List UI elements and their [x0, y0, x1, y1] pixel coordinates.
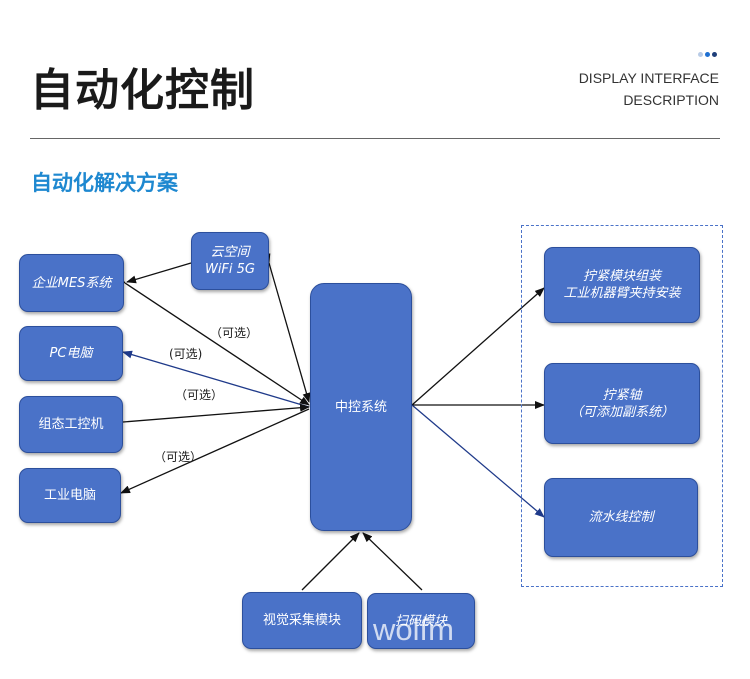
edge-center-tighten: [402, 287, 545, 414]
edge-label-pc-optional: (可选): [169, 347, 203, 361]
node-line-control[interactable]: 流水线控制: [544, 478, 698, 557]
watermark-logo: wolfm: [373, 612, 454, 647]
edge-center-linectrl: [411, 404, 545, 518]
edge-cloud-center: [262, 253, 311, 403]
node-industrial-pc[interactable]: 工业电脑: [19, 468, 121, 523]
node-spindle-line1: 拧紧轴: [602, 387, 642, 403]
node-enterprise-mes-label: 企业MES系统: [31, 275, 112, 291]
node-spindle-line2: （可添加副系统）: [569, 404, 674, 420]
edge-scada-center: [113, 403, 310, 427]
subtitle-line-2: DESCRIPTION: [623, 92, 719, 108]
node-vision-module-label: 视觉采集模块: [262, 613, 341, 628]
node-industrial-pc-label: 工业电脑: [43, 488, 96, 503]
node-cloud-line2: WiFi 5G: [204, 262, 256, 277]
dot-light: [698, 52, 703, 57]
node-tightening-assembly[interactable]: 拧紧模块组装 工业机器臂夹持安装: [544, 247, 700, 323]
node-central-control[interactable]: 中控系统: [310, 283, 412, 531]
header-divider: [30, 138, 720, 139]
node-scan-module-label: 扫码模块: [394, 613, 447, 629]
edge-label-ipc-optional: （可选）: [154, 450, 203, 464]
node-pc[interactable]: PC电脑: [19, 326, 123, 381]
node-line-control-label: 流水线控制: [588, 510, 654, 525]
header-subtitle: DISPLAY INTERFACE DESCRIPTION: [579, 67, 719, 111]
node-tightening-spindle[interactable]: 拧紧轴 （可添加副系统）: [544, 363, 700, 444]
node-pc-label: PC电脑: [49, 346, 93, 361]
node-tightening-line2: 工业机器臂夹持安装: [563, 286, 681, 301]
edge-scan-center: [362, 532, 423, 591]
decorative-dots-icon: [698, 50, 722, 58]
page-title: 自动化控制: [30, 65, 255, 116]
edge-label-mes-optional: （可选）: [210, 326, 259, 340]
edge-cloud-mes: [126, 262, 192, 284]
dot-dark: [712, 52, 717, 57]
dot-mid: [705, 52, 710, 57]
subtitle-line-1: DISPLAY INTERFACE: [578, 70, 719, 86]
output-group-box: [521, 225, 723, 587]
edge-center-ipc: [120, 408, 310, 494]
node-scada[interactable]: 组态工控机: [19, 396, 123, 453]
node-tightening-line1: 拧紧模块组装: [582, 269, 661, 284]
edge-center-pc: [122, 350, 310, 408]
node-cloud-wifi[interactable]: 云空间 WiFi 5G: [191, 232, 269, 290]
node-scada-label: 组态工控机: [38, 417, 104, 432]
section-title: 自动化解决方案: [31, 171, 178, 195]
edge-label-scada-optional: （可选）: [175, 388, 224, 402]
node-enterprise-mes[interactable]: 企业MES系统: [19, 254, 124, 312]
node-central-control-label: 中控系统: [334, 399, 387, 415]
edge-vision-center: [301, 532, 360, 591]
node-vision-module[interactable]: 视觉采集模块: [242, 592, 362, 649]
node-cloud-line1: 云空间: [210, 245, 250, 260]
edge-mes-center: [115, 274, 310, 406]
node-scan-module[interactable]: 扫码模块: [367, 593, 475, 649]
